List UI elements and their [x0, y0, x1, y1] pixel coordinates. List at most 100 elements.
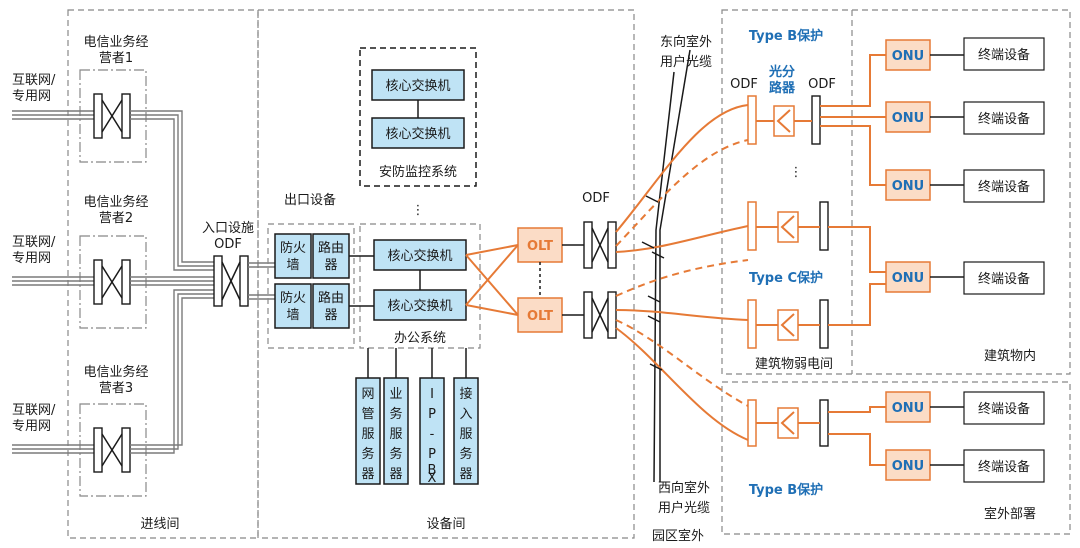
type-b-label-bottom: Type B保护: [749, 482, 823, 498]
operator-1-label-a: 电信业务经: [83, 34, 148, 50]
exit-device-label: 出口设备: [284, 192, 336, 208]
incoming-cables: [12, 110, 94, 454]
west-cable-label-b: 用户光缆: [658, 500, 710, 516]
onu-3: ONU: [885, 169, 931, 201]
entrance-label-a: 入口设施: [202, 221, 254, 236]
svg-text:终端设备: 终端设备: [978, 179, 1030, 195]
svg-text:服: 服: [459, 427, 472, 442]
terminal-2: 终端设备: [963, 101, 1045, 135]
terminal-3: 终端设备: [963, 169, 1045, 203]
router-1-label-a: 路由: [318, 240, 344, 256]
zone-equipment-label: 设备间: [426, 516, 465, 532]
west-trunk: [653, 71, 675, 483]
equipment-ellipsis: ⋮: [412, 203, 425, 218]
equipment-odf-2: [583, 291, 617, 339]
security-system-box: [359, 47, 477, 187]
terminal-1: 终端设备: [963, 37, 1045, 71]
svg-text:业: 业: [389, 387, 402, 402]
svg-text:服: 服: [361, 427, 374, 442]
zone-outdoor-label: 室外部署: [984, 506, 1036, 522]
svg-text:务: 务: [459, 446, 472, 462]
internet-labels: 互联网/ 专用网 互联网/ 专用网 互联网/ 专用网: [12, 73, 56, 434]
equipment-odf-label: ODF: [582, 191, 610, 206]
svg-text:网: 网: [361, 387, 374, 402]
zone-building: [721, 9, 1071, 375]
svg-text:P: P: [428, 447, 436, 462]
server-netmgmt: 网 管 服 务 器: [355, 377, 381, 485]
zone-outdoor: [721, 381, 1071, 535]
security-system-label: 安防监控系统: [379, 164, 457, 180]
operator-to-entrance-cables: [130, 110, 214, 454]
office-core-switch-1-label: 核心交换机: [387, 248, 452, 264]
operator-1-odf: [93, 93, 131, 139]
firewall-2-label-b: 墙: [286, 308, 299, 323]
east-cable-label-b: 用户光缆: [660, 54, 712, 70]
office-system-label: 办公系统: [394, 331, 446, 346]
internet-1-b: 专用网: [12, 89, 51, 104]
svg-text:ONU: ONU: [892, 49, 925, 64]
server-ippbx: I P - P B X: [419, 377, 445, 486]
svg-text:终端设备: 终端设备: [978, 271, 1030, 287]
zone-equipment-room: [257, 9, 635, 539]
svg-text:ONU: ONU: [892, 401, 925, 416]
splitter-unit-4: [747, 399, 829, 447]
office-core-switch-2-label: 核心交换机: [387, 298, 452, 314]
zone-building-label: 建筑物内: [984, 348, 1036, 364]
svg-text:接: 接: [459, 386, 472, 402]
east-cable-label-a: 东向室外: [660, 34, 712, 50]
svg-text:OLT: OLT: [527, 239, 553, 254]
svg-text:ONU: ONU: [892, 179, 925, 194]
splitter-ellipsis: ⋮: [790, 165, 803, 180]
type-c-label: Type C保护: [749, 270, 823, 286]
firewall-1-label-a: 防火: [280, 240, 306, 256]
router-2-label-a: 路由: [318, 290, 344, 306]
operator-3-label-b: 营者3: [99, 381, 133, 396]
internet-3-b: 专用网: [12, 419, 51, 434]
operator-3-odf: [93, 427, 131, 473]
svg-text:I: I: [430, 387, 434, 402]
router-1-label-b: 器: [324, 258, 337, 273]
svg-text:OLT: OLT: [527, 309, 553, 324]
internet-2-b: 专用网: [12, 251, 51, 266]
odf-label-right: ODF: [808, 77, 836, 92]
svg-text:终端设备: 终端设备: [978, 459, 1030, 475]
server-access: 接 入 服 务 器: [453, 377, 479, 485]
splitter-unit-2: [747, 201, 829, 251]
security-core-switch-1-label: 核心交换机: [385, 78, 450, 94]
west-cable-label-a: 西向室外: [658, 480, 710, 496]
operator-3-label-a: 电信业务经: [83, 364, 148, 380]
svg-text:终端设备: 终端设备: [978, 47, 1030, 63]
firewall-1: [274, 233, 312, 279]
internet-3-a: 互联网/: [12, 403, 56, 418]
svg-text:器: 器: [361, 467, 374, 482]
equipment-odf-1: [583, 221, 617, 269]
svg-text:务: 务: [389, 406, 402, 422]
router-2-label-b: 器: [324, 308, 337, 323]
server-business: 业 务 服 务 器: [383, 377, 409, 485]
splitter-label-a: 光分: [768, 64, 795, 80]
firewall-1-label-b: 墙: [286, 258, 299, 273]
feeder-fibres: [615, 104, 749, 441]
svg-text:ONU: ONU: [892, 271, 925, 286]
onu-4: ONU: [885, 261, 931, 293]
terminal-4: 终端设备: [963, 261, 1045, 295]
type-b-label-top: Type B保护: [749, 28, 823, 44]
entrance-odf: [213, 255, 249, 307]
svg-text:终端设备: 终端设备: [978, 401, 1030, 417]
svg-text:服: 服: [389, 427, 402, 442]
operator-2-box: [79, 235, 147, 329]
svg-text:终端设备: 终端设备: [978, 111, 1030, 127]
operator-2-label-b: 营者2: [99, 211, 133, 226]
operator-3-box: [79, 403, 147, 497]
office-core-switch-2: [373, 289, 467, 321]
distribution-fibres-building: [820, 54, 886, 326]
onu-2: ONU: [885, 101, 931, 133]
exit-device-box: [267, 223, 355, 349]
onu-1: ONU: [885, 39, 931, 71]
svg-text:X: X: [428, 471, 437, 486]
operator-group: 电信业务经 营者1 电信业务经 营者2 电信业务经 营者3: [83, 34, 148, 396]
odf-label-left: ODF: [730, 77, 758, 92]
firewall-2-label-a: 防火: [280, 290, 306, 306]
svg-text:务: 务: [361, 446, 374, 462]
svg-text:B: B: [428, 463, 437, 478]
